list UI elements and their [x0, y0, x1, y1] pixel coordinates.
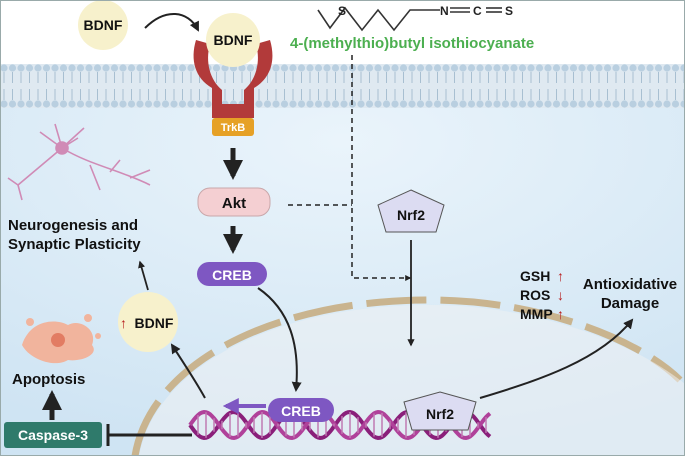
- neuron-icon: [7, 123, 151, 201]
- atom-s2: S: [505, 4, 513, 18]
- bdnf-to-neurogenesis-arrow: [138, 260, 149, 291]
- creb-label: CREB: [212, 267, 252, 283]
- trkb-label: TrkB: [221, 122, 246, 134]
- dna-to-bdnf-arrow: [170, 343, 206, 399]
- bdnf-up-arrow-icon: ↑: [120, 315, 127, 331]
- marker-ros-label: ROS: [520, 287, 550, 303]
- akt-node: [197, 187, 271, 217]
- marker-mmp-label: MMP: [520, 306, 553, 322]
- bdnf-up-node: [118, 292, 178, 352]
- nrf2-nucleus-node: [403, 391, 477, 431]
- bdnf-outside-node: [78, 0, 128, 50]
- bdnf-outside-label: BDNF: [84, 17, 123, 33]
- molecule-to-nrf2-dashed-arrow: [351, 55, 412, 281]
- caspase3-node: [4, 422, 102, 448]
- bdnf-up-label: BDNF: [135, 315, 174, 331]
- bdnf-binding-arrow: [144, 13, 199, 32]
- marker-list: GSH↑ROS↓MMP↑: [520, 268, 564, 322]
- nucleus-envelope: [131, 296, 683, 457]
- creb-translocation-arrow: [257, 287, 302, 392]
- creb-dna-node: [268, 398, 334, 422]
- nrf2-node: [377, 189, 445, 233]
- marker-ros-down-arrow-icon: ↓: [557, 287, 564, 303]
- caspase-inhibition-line: [106, 424, 192, 446]
- creb-node: [197, 262, 267, 286]
- marker-mmp-up-arrow-icon: ↑: [557, 306, 564, 322]
- marker-gsh-up-arrow-icon: ↑: [557, 268, 564, 284]
- neurogenesis-label-line1: Neurogenesis and: [8, 217, 138, 234]
- antioxidative-label-line1: Antioxidative: [583, 276, 677, 293]
- caspase3-label: Caspase-3: [18, 427, 88, 443]
- marker-gsh-label: GSH: [520, 268, 550, 284]
- isothiocyanate-structure: [317, 6, 502, 32]
- cell-membrane: [0, 64, 685, 108]
- apoptotic-cell-icon: [22, 314, 101, 364]
- trkb-receptor: [193, 40, 273, 136]
- creb-dna-label: CREB: [281, 403, 321, 419]
- atom-c: C: [473, 4, 482, 18]
- bdnf-receptor-node: [206, 13, 260, 67]
- atom-s1: S: [338, 4, 346, 18]
- neurogenesis-label-line2: Synaptic Plasticity: [8, 236, 141, 253]
- atom-n: N: [440, 4, 449, 18]
- bdnf-receptor-label: BDNF: [214, 32, 253, 48]
- molecule-name: 4-(methylthio)butyl isothiocyanate: [290, 35, 534, 52]
- antioxidative-label-line2: Damage: [601, 295, 659, 312]
- akt-label: Akt: [222, 195, 246, 212]
- nrf2-nucleus-label: Nrf2: [426, 406, 454, 422]
- apoptosis-label: Apoptosis: [12, 371, 85, 388]
- nrf2-to-antioxidative-arrow: [479, 318, 634, 399]
- nrf2-label: Nrf2: [397, 207, 425, 223]
